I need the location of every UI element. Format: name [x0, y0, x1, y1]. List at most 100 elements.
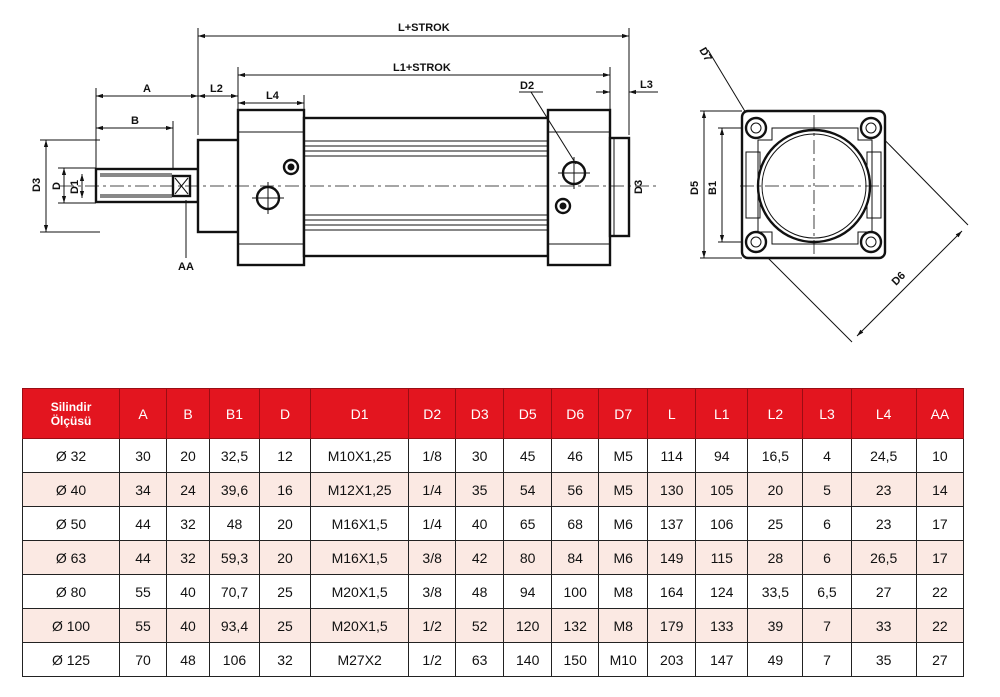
table-cell: 24,5 [850, 438, 917, 473]
table-cell: 54 [503, 472, 553, 507]
l3-label: L3 [640, 79, 653, 91]
d5-label: D5 [689, 181, 701, 195]
cylinder-size-cell: Ø 125 [21, 642, 121, 677]
table-cell: 44 [119, 506, 168, 541]
header-d: D [259, 388, 312, 439]
table-cell: 33,5 [747, 574, 804, 609]
table-cell: 48 [455, 574, 505, 609]
table-cell: 56 [551, 472, 600, 507]
table-cell: 33 [850, 608, 917, 643]
table-cell: 6 [802, 506, 852, 541]
table-cell: 22 [915, 608, 965, 643]
table-cell: 80 [503, 540, 553, 575]
table-cell: 48 [166, 642, 210, 677]
table-cell: 27 [915, 642, 965, 677]
table-cell: 149 [647, 540, 697, 575]
header-l1: L1 [695, 388, 749, 439]
header-d1: D1 [310, 388, 410, 439]
table-cell: M10 [598, 642, 649, 677]
d1-label: D1 [69, 180, 81, 194]
table-cell: M12X1,25 [310, 472, 410, 507]
table-cell: 27 [850, 574, 917, 609]
table-cell: 25 [747, 506, 804, 541]
aa-label: AA [178, 261, 194, 273]
l1-strok-label: L1+STROK [393, 62, 451, 74]
d3-left-label: D3 [31, 178, 43, 192]
table-cell: M20X1,5 [310, 574, 410, 609]
table-cell: 32 [166, 506, 210, 541]
cylinder-technical-drawing: L+STROK L1+STROK A B L2 L4 D2 L3 D3 D D1… [31, 22, 969, 343]
table-cell: 1/4 [408, 506, 457, 541]
header-d2: D2 [408, 388, 457, 439]
table-cell: 4 [802, 438, 852, 473]
table-cell: 140 [503, 642, 553, 677]
table-cell: 20 [747, 472, 804, 507]
header-aa: AA [915, 388, 965, 439]
table-cell: 34 [119, 472, 168, 507]
header-l: L [647, 388, 697, 439]
table-cell: 55 [119, 574, 168, 609]
table-cell: 25 [259, 574, 312, 609]
table-cell: 94 [695, 438, 749, 473]
table-cell: 132 [551, 608, 600, 643]
table-cell: 10 [915, 438, 965, 473]
table-cell: 22 [915, 574, 965, 609]
table-cell: 32 [259, 642, 312, 677]
table-cell: 150 [551, 642, 600, 677]
table-cell: 68 [551, 506, 600, 541]
d-label: D [51, 182, 63, 190]
table-cell: 39,6 [208, 472, 261, 507]
table-cell: 7 [802, 608, 852, 643]
table-cell: 28 [747, 540, 804, 575]
header-a: A [119, 388, 168, 439]
table-cell: 20 [259, 540, 312, 575]
table-cell: 55 [119, 608, 168, 643]
table-cell: 48 [208, 506, 261, 541]
table-cell: 42 [455, 540, 505, 575]
table-cell: 20 [166, 438, 210, 473]
header-l4: L4 [850, 388, 917, 439]
cylinder-size-cell: Ø 63 [21, 540, 121, 575]
table-cell: 6,5 [802, 574, 852, 609]
table-cell: M27X2 [310, 642, 410, 677]
table-cell: 65 [503, 506, 553, 541]
table-cell: 164 [647, 574, 697, 609]
table-cell: 105 [695, 472, 749, 507]
table-cell: 130 [647, 472, 697, 507]
table-cell: 93,4 [208, 608, 261, 643]
table-cell: 106 [208, 642, 261, 677]
table-cell: 52 [455, 608, 505, 643]
table-cell: 1/8 [408, 438, 457, 473]
header-l2: L2 [747, 388, 804, 439]
table-cell: 30 [455, 438, 505, 473]
table-cell: 120 [503, 608, 553, 643]
table-cell: 40 [166, 574, 210, 609]
table-cell: 3/8 [408, 540, 457, 575]
table-cell: 35 [455, 472, 505, 507]
table-cell: 124 [695, 574, 749, 609]
cylinder-size-cell: Ø 80 [21, 574, 121, 609]
table-cell: 39 [747, 608, 804, 643]
table-cell: 100 [551, 574, 600, 609]
table-cell: 17 [915, 540, 965, 575]
cylinder-size-cell: Ø 32 [21, 438, 121, 473]
header-b: B [166, 388, 210, 439]
table-cell: 24 [166, 472, 210, 507]
table-cell: 6 [802, 540, 852, 575]
table-cell: 70 [119, 642, 168, 677]
table-cell: 84 [551, 540, 600, 575]
header-d7: D7 [598, 388, 649, 439]
table-cell: M20X1,5 [310, 608, 410, 643]
table-cell: M16X1,5 [310, 506, 410, 541]
table-cell: 35 [850, 642, 917, 677]
b-label: B [131, 115, 139, 127]
d3-right-label: D3 [633, 180, 645, 194]
table-cell: 1/2 [408, 642, 457, 677]
table-cell: 1/2 [408, 608, 457, 643]
l2-label: L2 [210, 83, 223, 95]
